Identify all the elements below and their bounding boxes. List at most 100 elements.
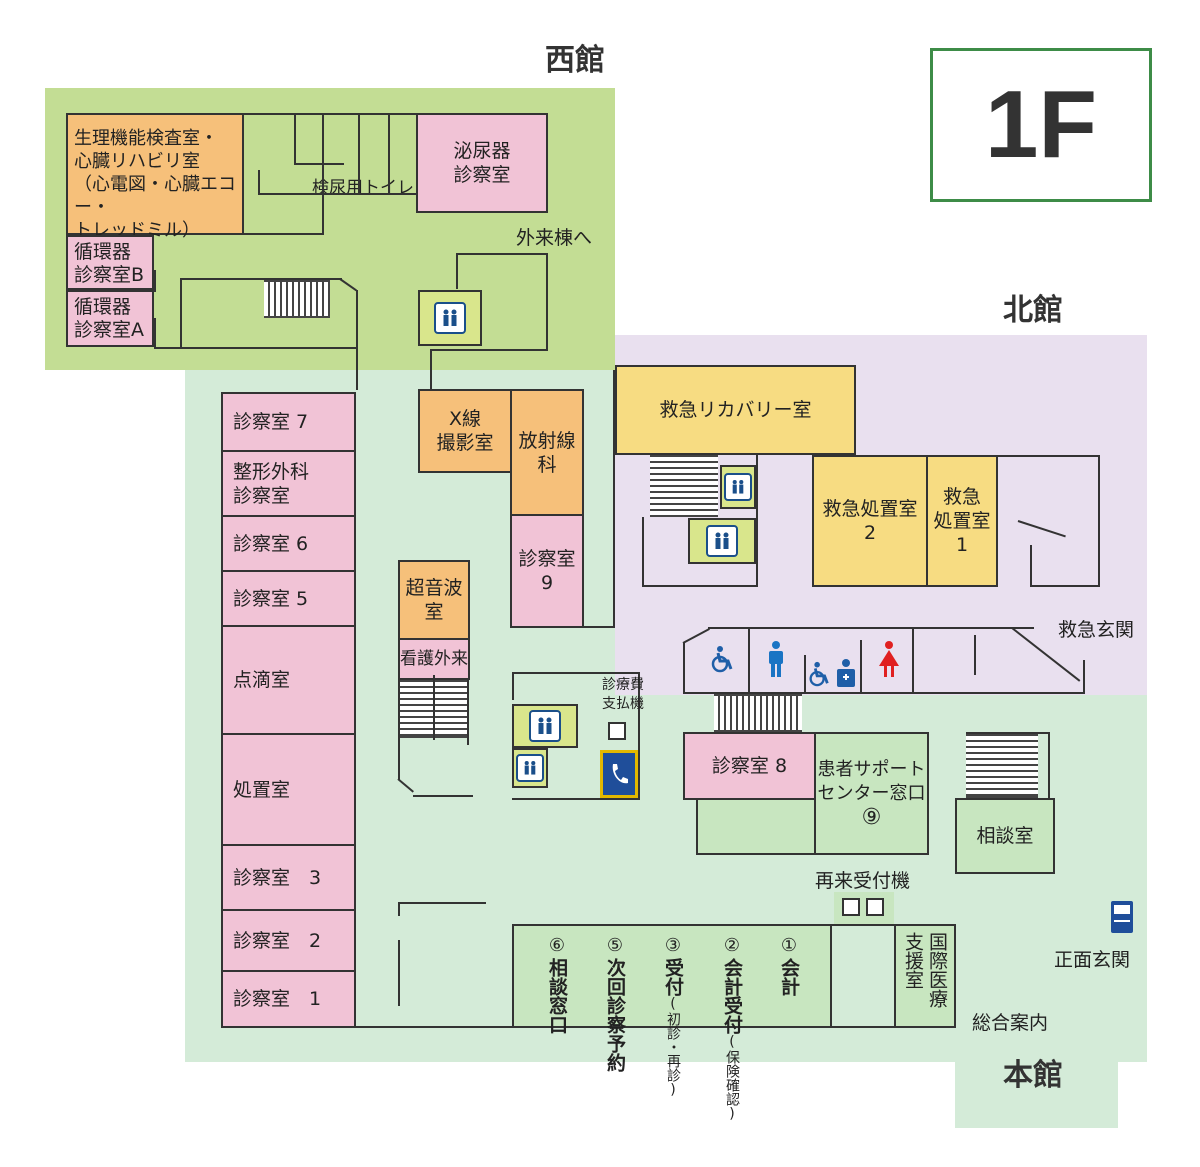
wall: [584, 626, 615, 628]
wall: [154, 270, 156, 292]
counter-number: ③: [664, 935, 682, 956]
exam-room-6-label: 診察室 6: [233, 532, 309, 555]
exam-room-5-label: 診察室 5: [233, 587, 309, 610]
urology-room[interactable]: 泌尿器 診察室: [416, 113, 548, 213]
er-recovery-label: 救急リカバリー室: [659, 399, 812, 421]
iv-room[interactable]: 点滴室: [221, 625, 356, 735]
treatment-room[interactable]: 処置室: [221, 733, 356, 846]
north-elevator-large[interactable]: [688, 518, 756, 564]
exam-room-5[interactable]: 診察室 5: [221, 570, 356, 627]
exam-room-1[interactable]: 診察室 1: [221, 970, 356, 1028]
north-elevator-small[interactable]: [720, 465, 756, 509]
patient-support-label: 患者サポート センター窓口: [817, 758, 926, 804]
counter-label: 次回診察予約: [604, 958, 626, 1072]
nursing-room[interactable]: 看護外来: [398, 638, 470, 680]
ultrasound-room[interactable]: 超音波 室: [398, 560, 470, 640]
wall: [356, 1026, 512, 1028]
exam-room-6[interactable]: 診察室 6: [221, 515, 356, 572]
wall: [912, 627, 914, 693]
wall: [180, 278, 342, 280]
circulatory-room-b[interactable]: 循環器 診察室B: [66, 235, 154, 290]
counter-number: ⑤: [606, 935, 624, 956]
exam-room-8[interactable]: 診察室 8: [683, 732, 816, 800]
nursing-room-label: 看護外来: [400, 649, 468, 669]
wall: [356, 290, 358, 390]
wall: [398, 680, 400, 780]
to-outpatient-label: 外来棟へ: [516, 227, 593, 249]
exam-room-8-label: 診察室 8: [711, 755, 788, 777]
wall: [180, 278, 182, 348]
circulatory-room-a[interactable]: 循環器 診察室A: [66, 290, 154, 347]
er-entrance-label: 救急玄関: [1058, 619, 1135, 641]
wall: [756, 455, 758, 587]
wall: [1048, 732, 1050, 798]
wall: [398, 902, 486, 904]
machine-icon: [1111, 901, 1133, 933]
wall: [258, 193, 416, 195]
orthopedics-room[interactable]: 整形外科 診察室: [221, 450, 356, 517]
elevator-icon: [529, 710, 561, 742]
intl-medical-label: 国際医療支援室: [902, 932, 948, 1008]
reception-machine-1[interactable]: [842, 898, 860, 916]
wall: [683, 642, 685, 694]
intl-medical-room[interactable]: 国際医療支援室: [894, 924, 956, 1028]
west-building-label: 西館: [545, 43, 605, 78]
radiology-room[interactable]: 放射線 科: [510, 389, 584, 516]
physiology-room[interactable]: 生理機能検査室・ 心臓リハビリ室 （心電図・心臓エコー・ トレッドミル）: [66, 113, 244, 241]
wall: [1083, 660, 1085, 694]
wall: [388, 113, 390, 193]
wall: [974, 635, 976, 675]
public-phone[interactable]: [600, 750, 638, 798]
wall: [1030, 545, 1032, 587]
elevator-icon: [516, 754, 544, 782]
payment-machine[interactable]: [608, 722, 626, 740]
wall: [154, 347, 358, 349]
wheelchair-icon: [711, 646, 733, 673]
wall: [613, 370, 615, 628]
main-stairs-center: [714, 694, 802, 732]
iv-room-label: 点滴室: [233, 669, 291, 691]
wall: [294, 113, 296, 165]
wall: [1030, 585, 1100, 587]
wall: [244, 113, 416, 115]
exam-room-3-label: 診察室 3: [233, 866, 322, 889]
west-stairs: [264, 280, 330, 318]
wheelchair-icon: [809, 661, 829, 687]
wall: [546, 253, 548, 351]
xray-room[interactable]: X線 撮影室: [418, 389, 512, 473]
er-recovery-room[interactable]: 救急リカバリー室: [615, 365, 856, 455]
wall: [467, 680, 469, 745]
center-elevator-small[interactable]: [512, 748, 548, 788]
exam-room-2[interactable]: 診察室 2: [221, 909, 356, 972]
er-treatment-room-1[interactable]: 救急 処置室 1: [926, 455, 998, 587]
wall: [456, 253, 458, 289]
counter-number: ②: [723, 935, 741, 956]
wall: [398, 940, 400, 1006]
center-elevator-large[interactable]: [512, 704, 578, 748]
floor-label: 1F: [984, 71, 1098, 178]
reception-machine-2[interactable]: [866, 898, 884, 916]
wall: [433, 675, 435, 740]
counter-label: 受付: [662, 958, 684, 996]
patient-support-center[interactable]: 患者サポート センター窓口 ⑨: [814, 732, 929, 855]
female-toilet-icon: [879, 641, 899, 677]
wall: [708, 627, 1034, 629]
elevator-icon: [434, 302, 466, 334]
exam-room-7[interactable]: 診察室 7: [221, 392, 356, 452]
er-treatment-room-2[interactable]: 救急処置室 2: [812, 455, 928, 587]
consult-room[interactable]: 相談室: [955, 798, 1055, 874]
exam-room-3[interactable]: 診察室 3: [221, 844, 356, 911]
wall: [456, 253, 548, 255]
west-elevator[interactable]: [418, 290, 482, 346]
patient-support-number: ⑨: [861, 804, 882, 830]
consult-room-label: 相談室: [976, 825, 1034, 847]
wall: [998, 455, 1100, 457]
counter-label: 会計: [778, 958, 800, 996]
reception-machine-label: 再来受付機: [815, 870, 911, 892]
exam-room-9[interactable]: 診察室 9: [510, 514, 584, 628]
